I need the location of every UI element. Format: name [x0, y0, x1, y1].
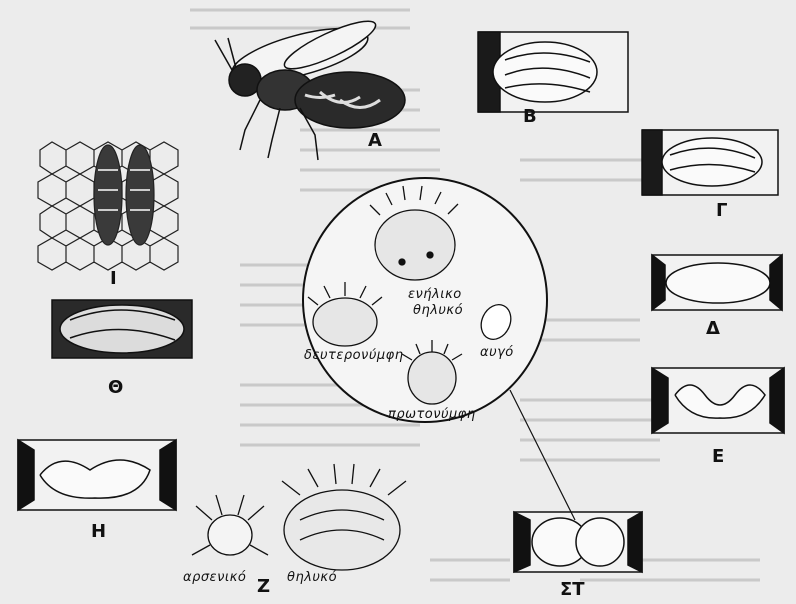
female-mite-drawing — [282, 464, 406, 570]
cell-st-drawing — [514, 512, 642, 572]
label-st: ΣΤ — [560, 579, 585, 600]
label-z: Ζ — [257, 576, 270, 597]
label-male: αρσενικό — [183, 570, 246, 585]
cell-d-drawing — [652, 255, 782, 310]
honeycomb-drawing — [38, 142, 178, 270]
label-a: Α — [368, 130, 382, 151]
label-d: Δ — [706, 318, 720, 339]
label-protonymph: πρωτονύμφη — [388, 407, 476, 422]
label-b: Β — [523, 106, 537, 127]
cell-b-drawing — [478, 32, 628, 112]
cell-g-drawing — [642, 130, 778, 195]
label-h: Η — [91, 521, 106, 542]
male-mite-drawing — [192, 495, 268, 555]
label-g: Γ — [716, 200, 727, 221]
label-e: Ε — [712, 446, 724, 467]
label-i: Ι — [110, 268, 117, 289]
cell-e-drawing — [652, 368, 784, 433]
cell-h-drawing — [18, 440, 176, 510]
label-adult-female-2: θηλυκό — [413, 303, 463, 318]
label-th: Θ — [108, 377, 123, 398]
label-adult-female-1: ενήλικο — [408, 287, 462, 302]
label-deutonymph: δευτερονύμφη — [304, 348, 403, 363]
cell-th-drawing — [52, 300, 192, 358]
label-female: θηλυκό — [287, 570, 337, 585]
label-egg: αυγό — [480, 345, 514, 360]
